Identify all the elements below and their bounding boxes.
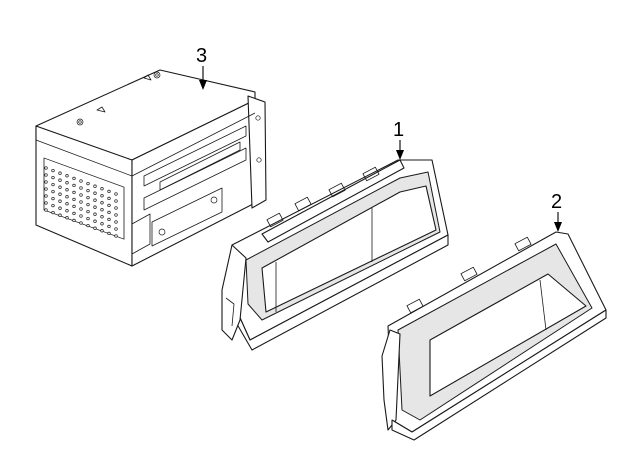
vent-dot	[65, 181, 69, 185]
vent-dot	[86, 216, 90, 221]
vent-dot	[79, 186, 83, 190]
vent-dot	[44, 166, 48, 170]
vent-dot	[114, 220, 118, 224]
vent-dot	[44, 173, 48, 177]
vent-dot	[107, 203, 111, 208]
callout-label-2: 2	[551, 191, 562, 213]
vent-dot	[93, 219, 97, 223]
vent-dot	[93, 198, 97, 202]
vent-dot	[107, 224, 111, 229]
vent-dot	[79, 214, 83, 218]
vent-dot	[114, 227, 118, 231]
vent-dot	[51, 203, 55, 208]
vent-dot	[51, 168, 55, 173]
vent-dot	[93, 205, 97, 209]
vent-dot	[79, 221, 83, 225]
part-1-display	[221, 159, 449, 351]
vent-dot	[44, 201, 48, 205]
vent-dot	[86, 202, 90, 207]
vent-dot	[107, 196, 111, 201]
vent-dot	[51, 182, 55, 187]
vent-dot	[107, 189, 111, 194]
callout-label-3: 3	[196, 45, 207, 67]
vent-dot	[93, 226, 97, 230]
callout-2: 2	[551, 191, 562, 232]
vent-dot	[58, 178, 62, 182]
vent-dot	[86, 181, 90, 186]
vent-dot	[100, 208, 104, 212]
vent-dot	[93, 212, 97, 216]
vent-dot	[72, 176, 76, 181]
vent-dot	[58, 192, 62, 196]
vent-dot	[93, 191, 97, 195]
part-3-head-unit	[35, 69, 267, 267]
vent-dot	[44, 180, 48, 184]
vent-dot	[100, 215, 104, 219]
vent-dot	[58, 199, 62, 203]
vent-dot	[65, 195, 69, 199]
vent-dot	[79, 200, 83, 204]
vent-dot	[44, 208, 48, 212]
vent-dot	[107, 210, 111, 215]
vent-dot	[100, 194, 104, 198]
vent-dot	[58, 213, 62, 217]
vent-dot	[100, 229, 104, 233]
vent-grid	[43, 157, 125, 240]
callout-3: 3	[196, 45, 207, 90]
vent-dot	[86, 209, 90, 214]
vent-dot	[86, 195, 90, 200]
vent-dot	[114, 206, 118, 210]
vent-dot	[58, 171, 62, 175]
callout-1: 1	[393, 119, 404, 160]
part-2-display-frame	[381, 231, 607, 441]
vent-dot	[65, 188, 69, 192]
vent-dot	[65, 216, 69, 220]
vent-dot	[114, 192, 118, 196]
vent-dot	[114, 213, 118, 217]
vent-dot	[51, 196, 55, 201]
vent-dot	[51, 175, 55, 180]
vent-dot	[51, 210, 55, 215]
vent-dot	[72, 197, 76, 202]
vent-dot	[65, 202, 69, 206]
vent-dot	[86, 188, 90, 193]
vent-dot	[65, 209, 69, 213]
vent-dots	[44, 166, 118, 238]
vent-dot	[44, 194, 48, 198]
vent-dot	[114, 199, 118, 203]
vent-dot	[72, 183, 76, 188]
vent-dot	[100, 201, 104, 205]
vent-dot	[100, 187, 104, 191]
vent-dot	[72, 211, 76, 216]
vent-dot	[58, 206, 62, 210]
vent-dot	[93, 184, 97, 188]
vent-dot	[79, 193, 83, 197]
vent-dot	[72, 190, 76, 195]
vent-dot	[72, 204, 76, 209]
vent-dot	[51, 189, 55, 194]
vent-dot	[65, 174, 69, 178]
callout-label-1: 1	[393, 119, 404, 141]
vent-dot	[44, 187, 48, 191]
vent-dot	[100, 222, 104, 226]
vent-dot	[114, 234, 118, 238]
vent-dot	[86, 223, 90, 228]
vent-dot	[58, 185, 62, 189]
vent-dot	[79, 179, 83, 183]
vent-dot	[79, 207, 83, 211]
vent-dot	[107, 231, 111, 236]
vent-dot	[72, 218, 76, 223]
vent-dot	[107, 217, 111, 222]
